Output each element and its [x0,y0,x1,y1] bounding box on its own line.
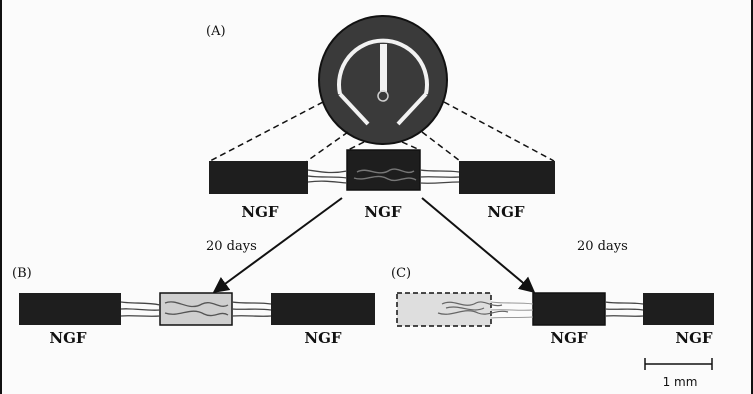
c-axons-right [605,302,643,316]
panel-label-a: (A) [206,24,226,39]
time-label-right: 20 days [577,239,628,254]
culture-dish [319,16,447,144]
top-chamber-left [209,161,308,194]
b-chamber-right [271,293,375,325]
b-chamber-center [160,293,232,325]
ngf-label-c-right: NGF [675,329,713,347]
teflon-divider-center [380,44,387,92]
c-chamber-center [533,293,605,325]
ngf-label-top-right: NGF [487,203,525,221]
scale-bar-label: 1 mm [663,375,698,389]
time-label-left: 20 days [206,239,257,254]
ngf-label-b-right: NGF [304,329,342,347]
ngf-label-top-center: NGF [364,203,402,221]
panel-b-chambers [19,293,375,325]
c-chamber-right [643,293,714,325]
panel-c-chambers [397,293,714,326]
scale-bar [645,358,712,370]
top-chamber-right [459,161,555,194]
ngf-label-c-center: NGF [550,329,588,347]
top-chamber-row [209,150,555,194]
c-axons-left [491,302,533,318]
ngf-label-top-left: NGF [241,203,279,221]
ngf-label-b-left: NGF [49,329,87,347]
b-chamber-left [19,293,121,325]
top-chamber-center [347,150,420,190]
panel-label-c: (C) [391,266,411,281]
panel-label-b: (B) [12,266,32,281]
